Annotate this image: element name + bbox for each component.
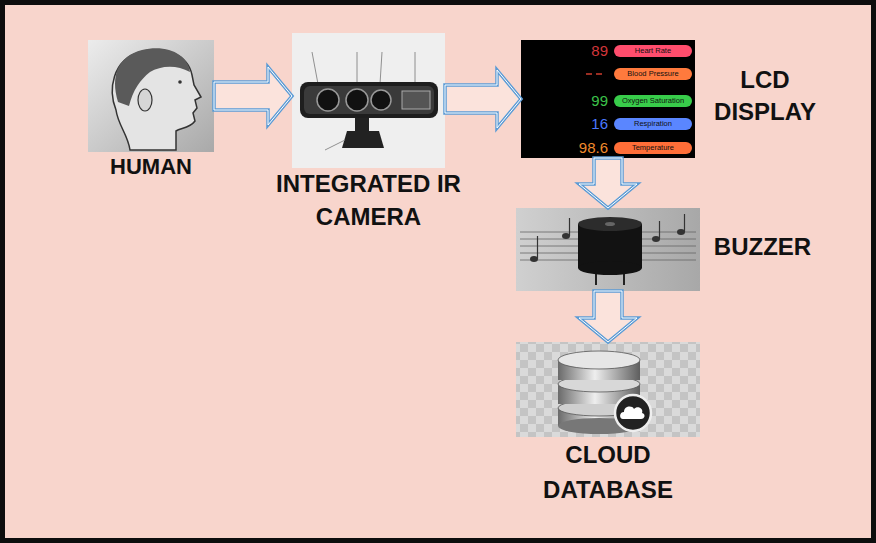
- vital-value: 16: [548, 114, 608, 134]
- arrow-outline: [214, 67, 292, 125]
- node-label: BUZZER: [700, 232, 825, 262]
- note-stem: [684, 214, 685, 232]
- vital-name-pill: Temperature: [614, 142, 692, 154]
- arrow-outline: [579, 291, 637, 342]
- music-note: [652, 236, 660, 242]
- lens: [317, 89, 339, 111]
- lens: [346, 89, 368, 111]
- vital-value: 89: [548, 41, 608, 61]
- note-stem: [537, 236, 538, 259]
- buzzer-illustration: [516, 208, 700, 291]
- music-note: [530, 256, 538, 262]
- dash: [596, 73, 602, 75]
- arrow-inner-line: [579, 291, 637, 342]
- lcd-screen: [521, 40, 695, 158]
- buzzer-bottom: [578, 261, 642, 275]
- block-arrow: [579, 291, 637, 342]
- leader-line: [357, 52, 358, 84]
- vital-value: 99: [548, 91, 608, 111]
- lcd-illustration: [521, 40, 695, 158]
- block-arrow: [445, 70, 521, 128]
- node-label: INTEGRATED IR CAMERA: [249, 167, 489, 233]
- arrow-inner-line: [214, 67, 292, 125]
- vital-name-pill: Respiration: [614, 118, 692, 130]
- leader-line: [312, 52, 318, 84]
- image-node: INTEGRATED IR CAMERA: [292, 33, 445, 168]
- vital-value: 98.6: [548, 138, 608, 158]
- camera-face: [304, 86, 434, 114]
- music-note: [677, 229, 685, 235]
- block-arrow: [214, 67, 292, 125]
- arrow-outline: [445, 70, 521, 128]
- ear: [138, 89, 152, 111]
- buzzer-hole: [605, 222, 615, 226]
- image-node: HUMAN: [88, 40, 214, 152]
- sensor-board: [402, 91, 430, 109]
- image-node: BUZZER: [516, 208, 700, 291]
- cloud-symbol: [620, 407, 644, 419]
- buzzer-ground: [516, 208, 700, 291]
- note-stem: [569, 218, 570, 236]
- human-ground: [88, 40, 214, 152]
- vital-name-pill: Oxygen Saturation: [614, 95, 692, 107]
- vital-name-pill: Blood Pressure: [614, 68, 692, 80]
- buzzer-top: [578, 217, 642, 231]
- arrow-outline: [579, 158, 637, 208]
- camera-illustration: [292, 33, 445, 168]
- node-label: CLOUD DATABASE: [523, 437, 693, 507]
- node-label: HUMAN: [71, 153, 231, 181]
- music-note: [562, 233, 570, 239]
- hair: [115, 48, 190, 106]
- camera-body: [300, 82, 438, 118]
- disk-top: [558, 351, 640, 369]
- block-arrow: [579, 158, 637, 208]
- lens: [371, 90, 391, 110]
- arrow-inner-line: [579, 158, 637, 208]
- camera-base: [342, 131, 384, 148]
- cloud-badge: [615, 395, 651, 431]
- arrow-inner-line: [445, 70, 521, 128]
- human-illustration: [88, 40, 214, 152]
- database-illustration: [516, 342, 700, 437]
- database-ground: [516, 342, 700, 437]
- vital-name-pill: Heart Rate: [614, 45, 692, 57]
- node-label: LCD DISPLAY: [700, 64, 830, 128]
- camera-neck: [355, 118, 369, 131]
- leader-line: [380, 52, 382, 84]
- leader-line: [325, 140, 345, 150]
- eye: [178, 80, 182, 84]
- dash: [586, 73, 592, 75]
- camera-ground: [292, 33, 445, 168]
- image-node: CLOUD DATABASE: [516, 342, 700, 437]
- note-stem: [659, 221, 660, 239]
